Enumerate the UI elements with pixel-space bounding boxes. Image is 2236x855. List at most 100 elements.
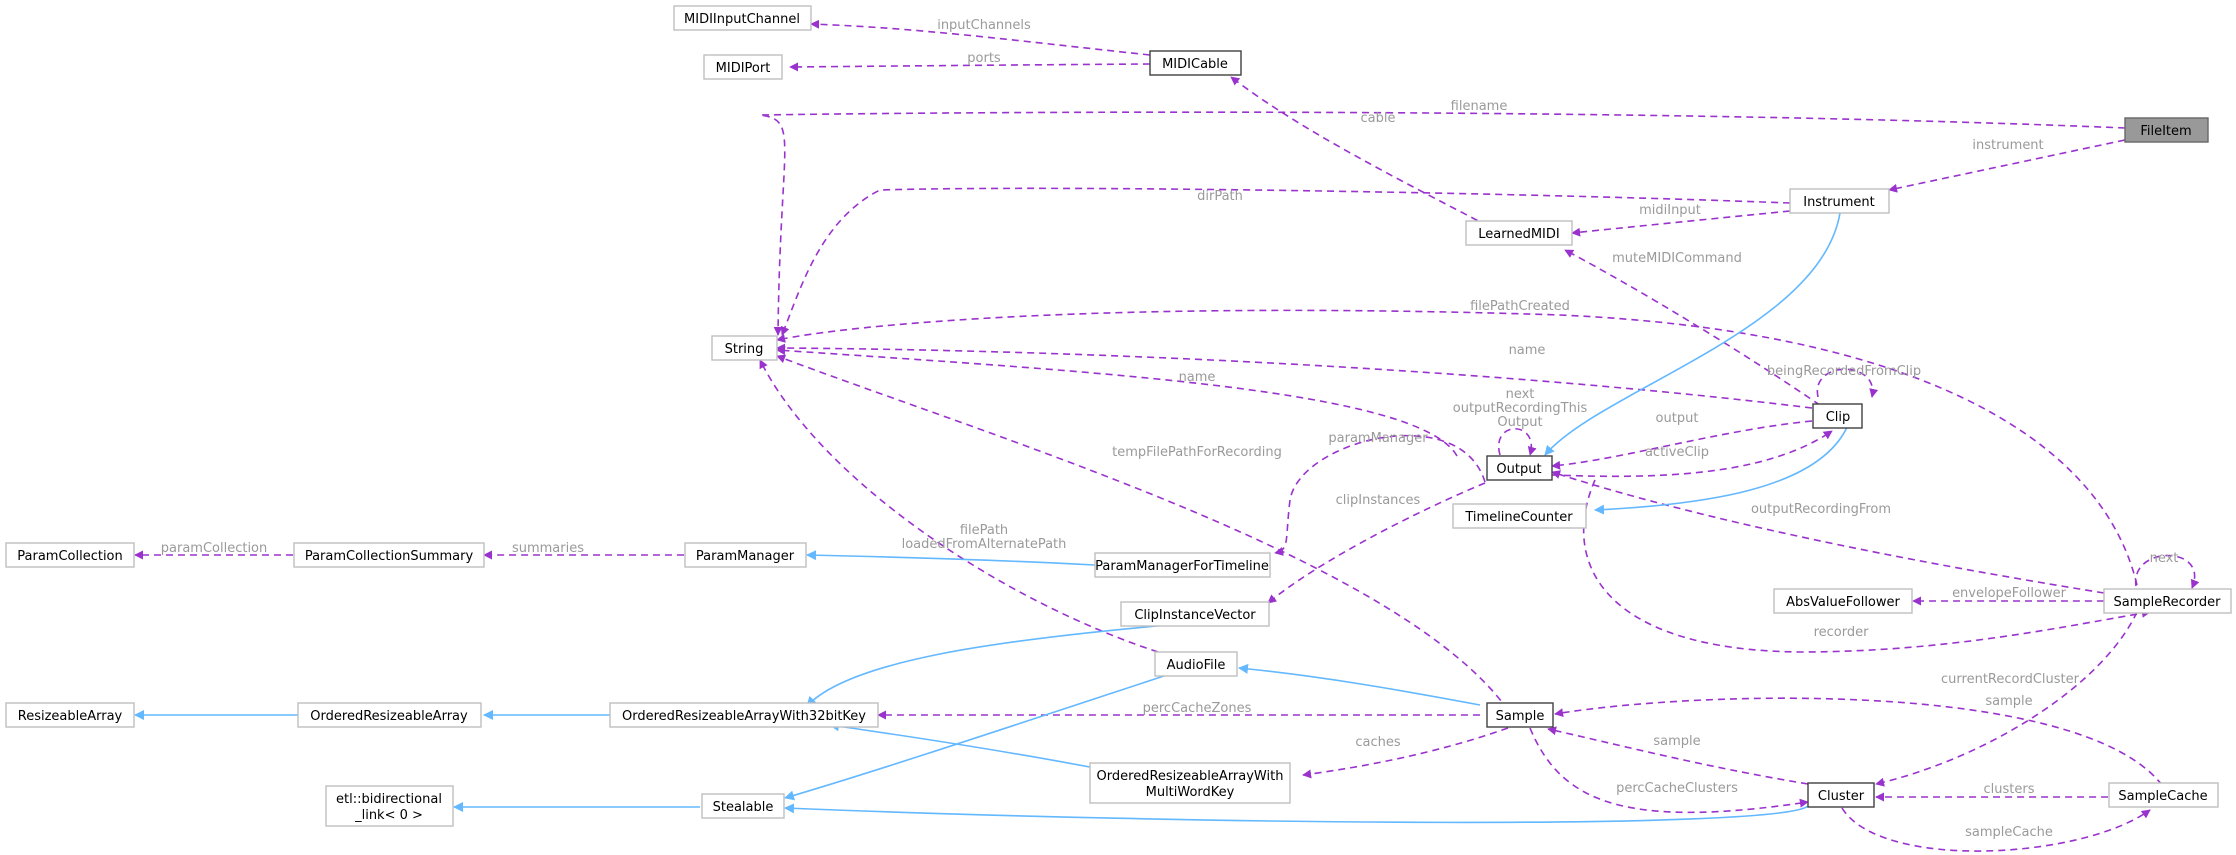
node-paramcollection-label: ParamCollection — [17, 549, 123, 564]
edge-labels: inputChannels ports cable filename instr… — [161, 18, 2179, 840]
node-fileitem[interactable]: FileItem — [2124, 117, 2209, 143]
label-perccachezones: percCacheZones — [1143, 701, 1252, 716]
node-samplerecorder-label: SampleRecorder — [2113, 595, 2221, 610]
edge-parammanager — [1274, 434, 1486, 556]
node-orderedresizeablearray[interactable]: OrderedResizeableArray — [297, 702, 482, 728]
label-filepath-1: filePath — [960, 523, 1008, 538]
node-output-label: Output — [1496, 462, 1541, 477]
node-parammanager[interactable]: ParamManager — [684, 542, 807, 568]
label-inputchannels: inputChannels — [937, 18, 1031, 33]
node-paramcollectionsummary[interactable]: ParamCollectionSummary — [293, 542, 485, 568]
edge-audiofile-stealable — [784, 673, 1171, 801]
edge-filepath — [759, 359, 1159, 653]
edge-midiinput — [1571, 210, 1791, 237]
node-parammanagerfortimeline-label: ParamManagerForTimeline — [1095, 559, 1269, 574]
node-midiinputchannel[interactable]: MIDIInputChannel — [673, 5, 812, 31]
label-midiinput: midiInput — [1639, 203, 1701, 218]
node-string-label: String — [725, 342, 764, 357]
node-paramcollection[interactable]: ParamCollection — [5, 542, 135, 568]
node-sample-label: Sample — [1496, 709, 1545, 724]
edge-next-output — [1497, 427, 1537, 456]
node-audiofile-label: AudioFile — [1167, 658, 1226, 673]
nodes: FileItem Instrument MIDICable MIDIInputC… — [5, 5, 2232, 827]
node-stealable-label: Stealable — [713, 800, 774, 815]
node-samplerecorder[interactable]: SampleRecorder — [2103, 588, 2232, 614]
node-resizeablearray[interactable]: ResizeableArray — [5, 702, 135, 728]
node-midiport-label: MIDIPort — [716, 61, 771, 76]
label-filepath-2: loadedFromAlternatePath — [902, 537, 1067, 552]
node-midicable[interactable]: MIDICable — [1149, 50, 1242, 76]
label-clusters: clusters — [1984, 782, 2035, 797]
label-mutemidicommand: muteMIDICommand — [1612, 251, 1742, 266]
label-paramcollection: paramCollection — [161, 541, 268, 556]
node-cluster[interactable]: Cluster — [1807, 782, 1875, 808]
node-fileitem-label: FileItem — [2140, 124, 2191, 139]
label-recorder: recorder — [1814, 625, 1870, 640]
node-absvaluefollower-label: AbsValueFollower — [1786, 595, 1900, 610]
label-next-output-1: next — [1506, 387, 1535, 402]
node-sample[interactable]: Sample — [1486, 702, 1554, 728]
node-instrument-label: Instrument — [1803, 195, 1875, 210]
node-learnedmidi-label: LearnedMIDI — [1478, 227, 1559, 242]
node-output[interactable]: Output — [1486, 455, 1553, 481]
edge-tempfilepath — [776, 354, 1509, 711]
edge-sample-audiofile — [1238, 663, 1481, 706]
label-name-output: name — [1179, 370, 1216, 385]
edge-samplecache — [1841, 807, 2151, 852]
node-parammanagerfortimeline[interactable]: ParamManagerForTimeline — [1094, 552, 1271, 578]
node-resizeablearray-label: ResizeableArray — [18, 709, 123, 724]
edge-filename — [759, 111, 2126, 336]
node-midiport[interactable]: MIDIPort — [703, 54, 783, 80]
edge-clipinstances — [1267, 482, 1486, 604]
edge-name-clip — [776, 343, 1813, 409]
node-clipinstancevector[interactable]: ClipInstanceVector — [1120, 601, 1270, 627]
edge-instrument — [1888, 139, 2126, 193]
edge-name-output — [776, 346, 1458, 457]
edge-caches — [1302, 727, 1509, 779]
label-filepathcreated: filePathCreated — [1470, 299, 1570, 314]
edge-clip-timelinecounter — [1594, 424, 1849, 515]
node-orderedresizeablearraywithmultiwordkey-label-1: OrderedResizeableArrayWith — [1097, 769, 1284, 784]
label-cable: cable — [1361, 111, 1396, 126]
node-orderedresizeablearraywith32bitkey[interactable]: OrderedResizeableArrayWith32bitKey — [609, 702, 879, 728]
edge-perccacheclusters — [1529, 727, 1809, 814]
label-currentrecordcluster: currentRecordCluster — [1941, 672, 2080, 687]
node-parammanager-label: ParamManager — [696, 549, 795, 564]
edge-instrument-output — [1544, 212, 1841, 456]
node-learnedmidi[interactable]: LearnedMIDI — [1465, 220, 1573, 246]
label-perccacheclusters: percCacheClusters — [1616, 781, 1738, 796]
node-etl-bidirectional-link[interactable]: etl::bidirectional_link< 0 > — [325, 785, 454, 827]
node-absvaluefollower[interactable]: AbsValueFollower — [1773, 588, 1913, 614]
node-instrument[interactable]: Instrument — [1789, 188, 1890, 214]
node-stealable[interactable]: Stealable — [701, 793, 785, 819]
label-filename: filename — [1451, 99, 1508, 114]
node-timelinecounter-label: TimelineCounter — [1464, 510, 1573, 525]
node-audiofile[interactable]: AudioFile — [1154, 651, 1238, 677]
label-dirpath: dirPath — [1197, 189, 1243, 204]
node-string[interactable]: String — [711, 335, 778, 361]
label-sample-cluster: sample — [1653, 734, 1700, 749]
node-etl-bidirectional-link-label-2: _link< 0 > — [354, 808, 423, 823]
edge-sample-cluster — [1547, 726, 1809, 785]
node-samplecache[interactable]: SampleCache — [2108, 782, 2219, 808]
label-tempfilepathforrecording: tempFilePathForRecording — [1112, 445, 1282, 460]
node-orderedresizeablearraywith32bitkey-label: OrderedResizeableArrayWith32bitKey — [622, 709, 866, 724]
edge-inputchannels — [810, 19, 1151, 56]
label-clipinstances: clipInstances — [1336, 493, 1421, 508]
node-timelinecounter[interactable]: TimelineCounter — [1452, 503, 1587, 529]
node-clip-label: Clip — [1826, 410, 1851, 425]
edge-mutemidicommand — [1564, 249, 1831, 413]
edges — [134, 19, 2200, 852]
label-summaries: summaries — [512, 541, 584, 556]
label-instrument: instrument — [1972, 138, 2043, 153]
label-activeclip: activeClip — [1645, 445, 1709, 460]
label-output: output — [1656, 411, 1699, 426]
edge-recorder — [1582, 479, 2151, 653]
node-midicable-label: MIDICable — [1162, 57, 1228, 72]
edge-clipinstancevector-32bit — [806, 624, 1169, 707]
edge-sample-cache — [1554, 697, 2163, 786]
label-next-recorder: next — [2150, 551, 2179, 566]
edge-activeclip — [1551, 430, 1833, 478]
node-clip[interactable]: Clip — [1812, 403, 1863, 429]
